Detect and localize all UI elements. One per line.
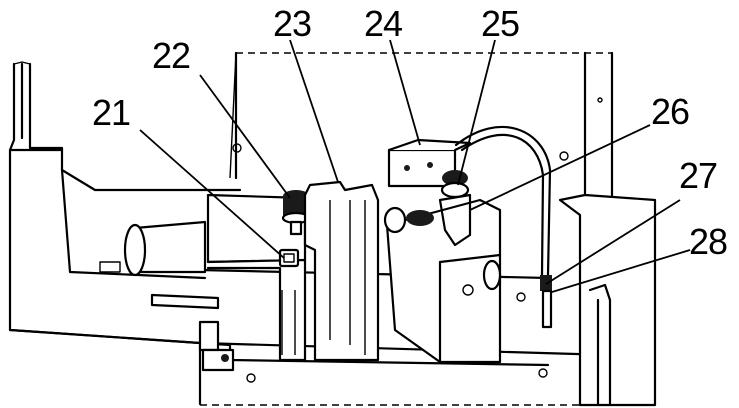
mounting-bracket [150, 293, 235, 372]
callout-28: 28 [689, 221, 727, 262]
leader-26 [469, 124, 651, 211]
leader-22 [199, 74, 291, 199]
callout-24: 24 [364, 3, 402, 44]
leader-24 [389, 39, 421, 146]
clamp-assembly [383, 125, 553, 364]
leader-23 [289, 39, 339, 183]
profile-23 [303, 180, 380, 362]
callout-23: 23 [273, 3, 311, 44]
callout-22: 22 [152, 35, 190, 76]
callout-labels: 21 22 23 24 25 26 27 28 [92, 3, 728, 262]
leader-21 [139, 129, 285, 259]
leader-lines [139, 39, 691, 293]
callout-21: 21 [92, 92, 130, 133]
leader-28 [551, 249, 691, 293]
callout-25: 25 [481, 3, 519, 44]
knob-22 [281, 190, 311, 236]
left-side-wall [8, 61, 242, 406]
right-side-wall [558, 97, 657, 407]
callout-27: 27 [679, 155, 717, 196]
leader-25 [457, 39, 496, 186]
motor [99, 220, 207, 277]
leader-27 [545, 199, 681, 285]
callout-26: 26 [651, 91, 689, 132]
